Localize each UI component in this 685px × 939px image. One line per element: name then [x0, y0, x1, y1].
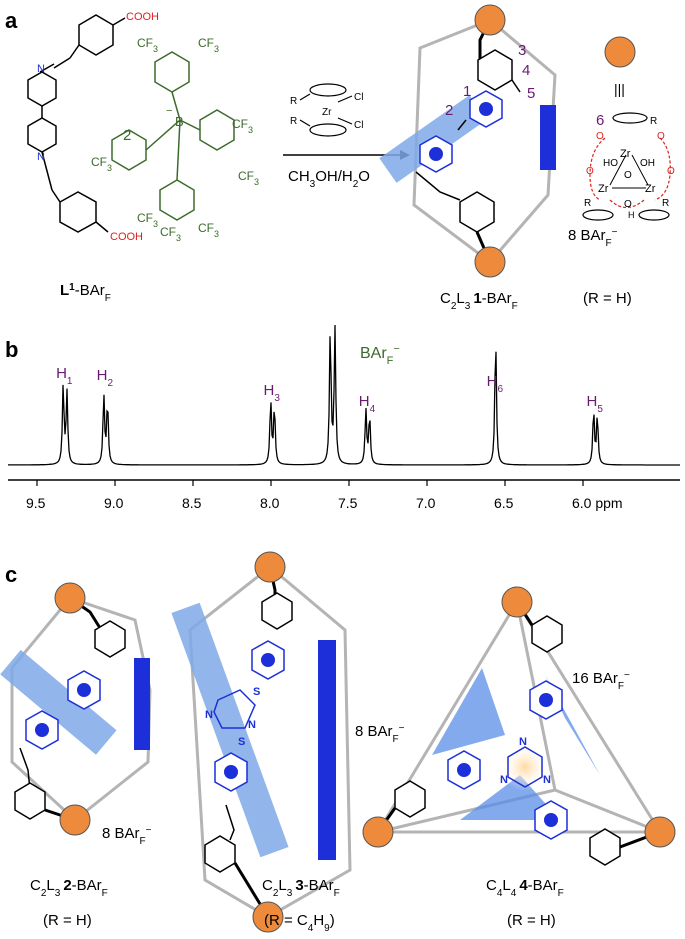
nmr-tick-label: 9.5 — [26, 495, 46, 511]
ligand-acid-top: COOH — [126, 11, 159, 23]
cf3-7: CF3 — [198, 221, 219, 239]
nmr-tick-label: 6.5 — [494, 495, 514, 511]
cluster-r-1: R — [650, 116, 657, 127]
ligand-n-bottom: N — [37, 151, 45, 163]
nmr-tick-label: 7.5 — [338, 495, 358, 511]
cage3-atom-n2: N — [205, 709, 213, 721]
cage1-num-2: 2 — [445, 102, 453, 119]
cf3-6: CF3 — [137, 211, 158, 229]
cf3-1: CF3 — [137, 36, 158, 54]
cluster-o-red-4: O — [667, 166, 675, 177]
zirconocene-reagent — [299, 83, 353, 137]
panel-label-b: b — [5, 337, 18, 362]
cluster-zr-2: Zr — [598, 183, 609, 195]
nmr-tick-label: 7.0 — [416, 495, 436, 511]
cluster-o-red-3: O — [586, 166, 594, 177]
cage-4 — [362, 586, 676, 866]
nmr-solvent-label: BArF− — [360, 343, 400, 367]
cage-2 — [0, 582, 152, 836]
nmr-peak-label-h3: H3 — [264, 382, 281, 404]
nmr-tick-label: 8.0 — [260, 495, 280, 511]
cf3-3: CF3 — [232, 117, 253, 135]
panel-label-a: a — [5, 8, 18, 33]
cage3-atom-n1: N — [248, 719, 256, 731]
cage3-atom-s2: S — [238, 736, 245, 748]
nmr-tick-label: 6.0 ppm — [572, 495, 623, 511]
nmr-peak-label-h2: H2 — [97, 367, 114, 389]
cage4-atom-n3: N — [543, 774, 551, 786]
borate-cf3-groups: CF3 CF3 CF3 CF3 CF3 CF3 CF3 CF3 — [91, 36, 259, 243]
nmr-tick-label: 9.0 — [104, 495, 124, 511]
cluster-o-red-2: O — [657, 131, 665, 142]
borate-boron: B — [175, 114, 184, 129]
cage4-counterion: 16 BArF− — [572, 670, 630, 692]
ligand-n-top: N — [37, 63, 45, 75]
cluster-node-icon — [604, 36, 636, 68]
cage4-atom-n1: N — [519, 736, 527, 748]
panel-label-c: c — [5, 562, 17, 587]
cage1-panel-dark — [540, 105, 556, 170]
cluster-equiv: ||| — [614, 81, 625, 97]
cage4-atom-n2: N — [500, 774, 508, 786]
cage1-counterion: 8 BArF− — [568, 227, 618, 249]
nmr-peak-label-h6: H6 — [487, 373, 504, 395]
cage1-num-3: 3 — [518, 42, 526, 59]
ligand-structure — [27, 14, 126, 233]
cluster-ho: HO — [603, 158, 618, 169]
cf3-2: CF3 — [198, 36, 219, 54]
cage1-num-1: 1 — [463, 83, 471, 100]
nmr-tick-group: 9.5 9.0 8.5 8.0 7.5 7.0 6.5 6.0 ppm — [26, 480, 623, 511]
nmr-peak-label-h1: H1 — [56, 365, 73, 387]
nmr-peak-label-h4: H4 — [359, 393, 376, 415]
reagent-cl-1: Cl — [354, 92, 363, 103]
borate-charge: − — [166, 105, 172, 117]
cluster-r-2: R — [584, 198, 591, 209]
cage3-counterion: 8 BArF− — [355, 723, 405, 745]
ligand-label: L1-BArF — [60, 282, 111, 304]
cluster-o-center: O — [624, 170, 632, 181]
cluster-zr-1: Zr — [620, 148, 631, 160]
zr-cluster-structure — [582, 112, 671, 221]
borate-number: 2 — [123, 127, 131, 144]
cf3-8: CF3 — [160, 225, 181, 243]
cluster-r-3: R — [662, 198, 669, 209]
cage1-num-4: 4 — [522, 62, 530, 79]
cage2-counterion: 8 BArF− — [102, 825, 152, 847]
cage2-note: (R = H) — [43, 912, 92, 929]
nmr-tick-label: 8.5 — [182, 495, 202, 511]
cluster-oh: OH — [640, 158, 655, 169]
cage-1 — [379, 4, 557, 278]
reagent-r-1: R — [290, 96, 297, 107]
cage1-note: (R = H) — [583, 290, 632, 307]
cage3-atom-s1: S — [253, 686, 260, 698]
reaction-conditions: CH3OH/H2O — [288, 168, 370, 190]
cf3-5: CF3 — [91, 155, 112, 173]
nmr-peak-label-h5: H5 — [586, 393, 603, 415]
cage4-note: (R = H) — [507, 912, 556, 929]
cluster-o-bottom: O — [624, 199, 632, 210]
cf3-4: CF3 — [238, 169, 259, 187]
ligand-acid-bottom: COOH — [110, 231, 143, 243]
nmr-trace — [8, 324, 680, 466]
cage1-num-6: 6 — [596, 112, 604, 129]
cage3-note: (R = C4H9) — [264, 912, 335, 934]
cage-3 — [171, 551, 352, 933]
reagent-cl-2: Cl — [354, 120, 363, 131]
cluster-h: H — [628, 210, 635, 220]
reagent-r-2: R — [290, 116, 297, 127]
cluster-zr-3: Zr — [645, 183, 656, 195]
reagent-zr: Zr — [322, 107, 332, 118]
borate-structure — [111, 51, 235, 221]
cage1-num-5: 5 — [527, 85, 535, 102]
cluster-o-red-1: O — [596, 131, 604, 142]
